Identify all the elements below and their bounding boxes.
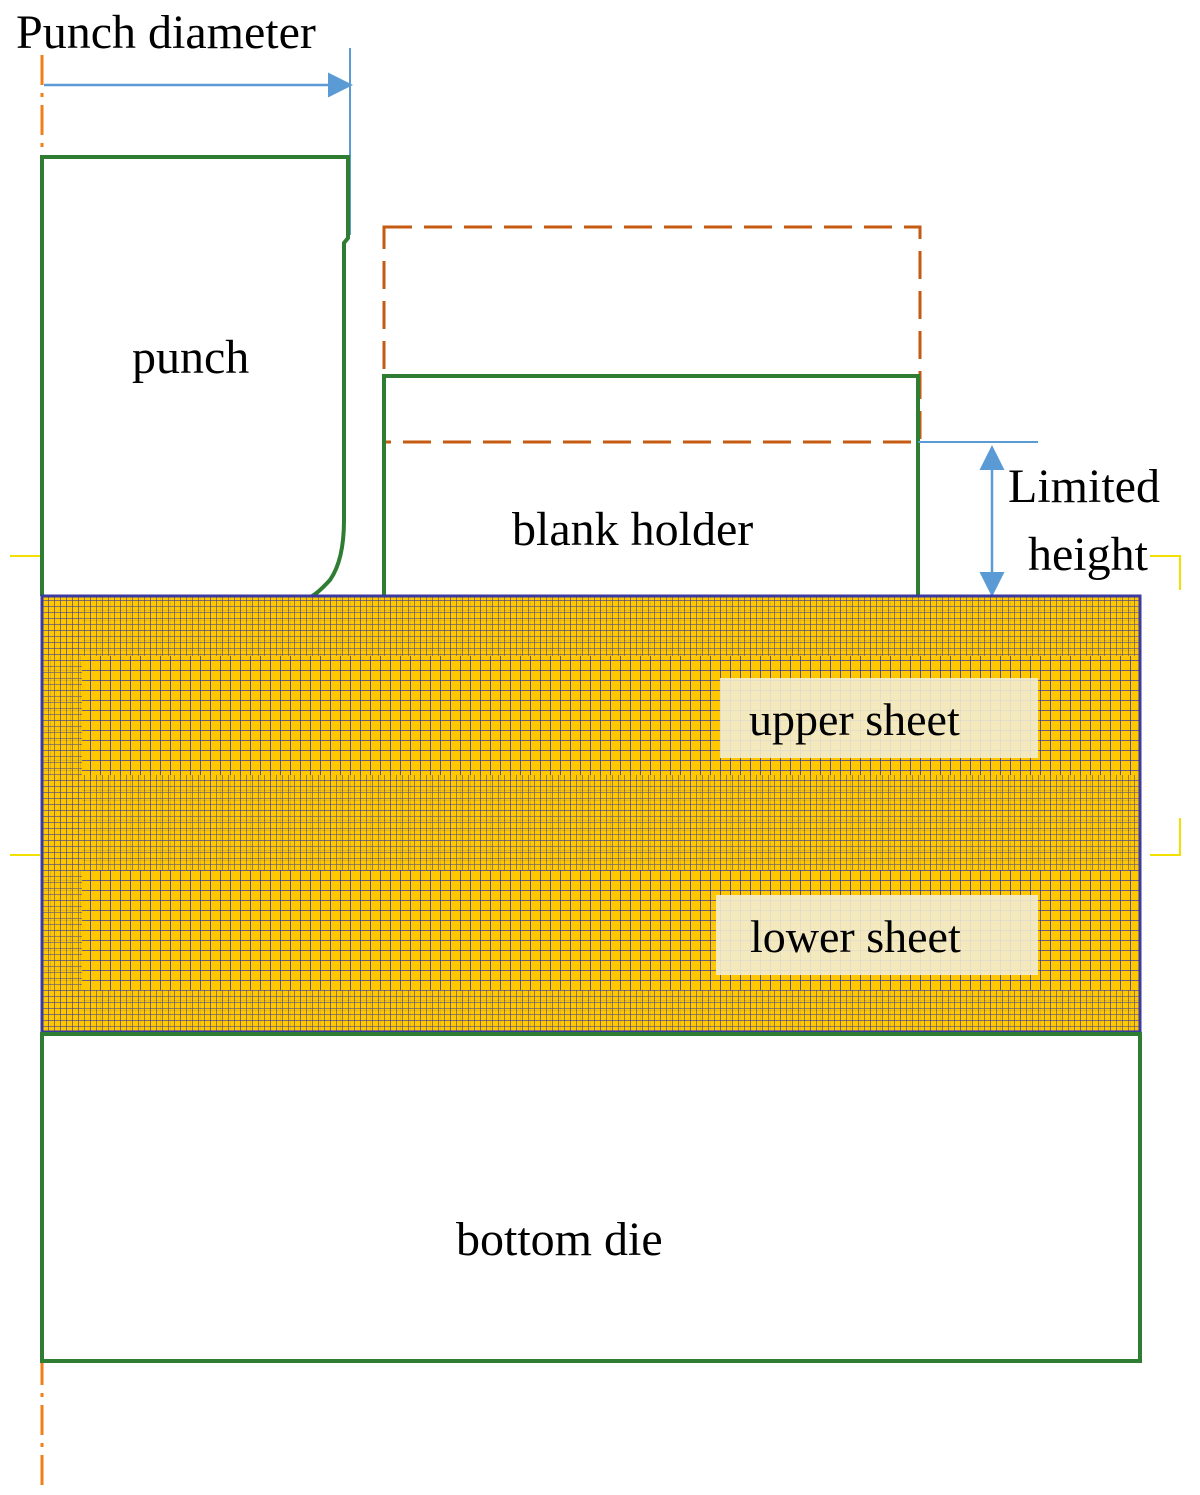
lower-sheet-label: lower sheet — [750, 911, 961, 962]
interface-dense-band — [42, 775, 1140, 870]
punch-outline — [40, 155, 350, 598]
marker-ticks — [10, 555, 1181, 856]
upper-sheet-label-box: upper sheet — [720, 678, 1038, 758]
punch-label: punch — [132, 331, 249, 384]
punch-diameter-label: Punch diameter — [16, 6, 316, 59]
upper-sheet-label: upper sheet — [749, 694, 960, 745]
bottom-die: bottom die — [40, 1032, 1142, 1363]
blank-holder-label: blank holder — [512, 503, 753, 556]
upper-sheet-label-bg — [720, 678, 1038, 758]
bottom-die-label: bottom die — [456, 1213, 663, 1266]
bottom-die-outline — [40, 1032, 1142, 1363]
blank-holder-initial-outline — [382, 225, 922, 444]
lower-sheet-label-box: lower sheet — [716, 895, 1038, 975]
punch-diameter-dimension: Punch diameter — [16, 6, 353, 235]
limited-height-dimension: Limited height — [918, 441, 1160, 597]
blank-holder-outline — [382, 374, 920, 596]
punch: punch — [40, 155, 350, 598]
blank-holder: blank holder — [382, 374, 920, 596]
lower-sheet-dense-band — [42, 990, 1140, 1032]
lower-sheet-label-bg — [716, 895, 1038, 975]
limited-height-label-line1: Limited — [1008, 460, 1160, 513]
limited-height-label-line2: height — [1028, 528, 1149, 581]
upper-sheet-dense-band — [42, 596, 1140, 656]
left-edge-dense-band — [42, 596, 82, 1032]
